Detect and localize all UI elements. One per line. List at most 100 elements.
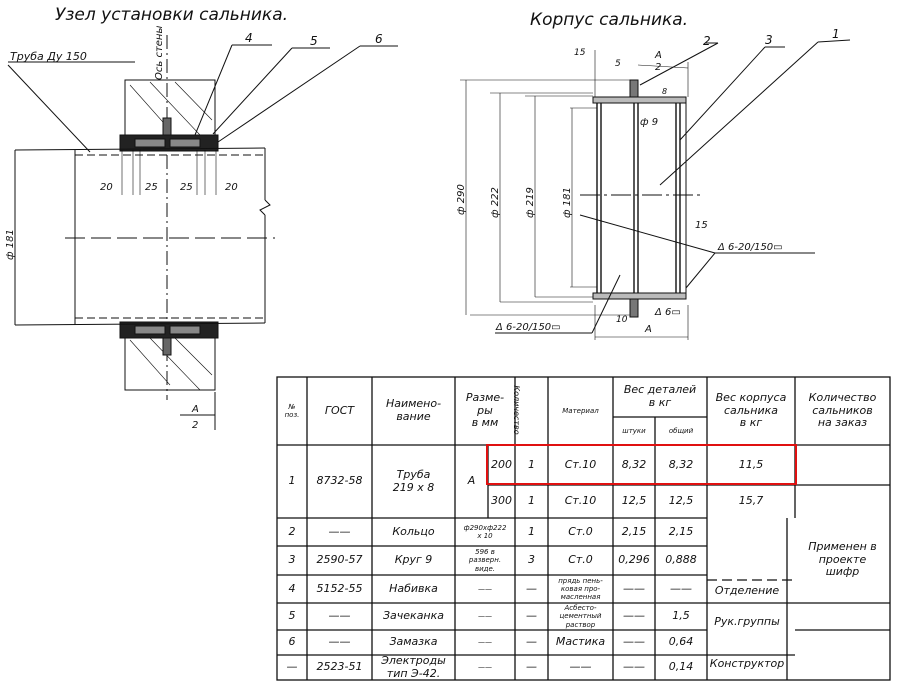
row-weight-unit: 8,32 — [621, 457, 647, 471]
header-name: Наимено- вание — [385, 397, 442, 423]
row-weight-total: 2,15 — [668, 524, 694, 538]
header-weight-unit: штуки — [622, 426, 646, 435]
header-pos: № поз. — [284, 402, 300, 419]
row-weight-total: 8,32 — [668, 457, 694, 471]
row-pos: 1 — [288, 474, 296, 488]
row-pos: 3 — [288, 553, 296, 567]
row-gost: 2590-57 — [316, 553, 363, 567]
row-weight-unit: —— — [623, 581, 645, 595]
row-weight-unit: 12,5 — [621, 494, 647, 508]
section-mark: А — [191, 404, 199, 415]
header-weight-total: общий — [668, 426, 694, 435]
row-weight-unit: —— — [623, 660, 645, 674]
row-name: Круг 9 — [394, 553, 433, 567]
dim-8: 8 — [662, 87, 667, 96]
row-material: Ст.0 — [568, 524, 593, 538]
row-gost: —— — [328, 635, 351, 649]
row-material: Ст.0 — [568, 553, 593, 567]
dim-a-bottom: А — [644, 324, 652, 335]
row-weight-total: 1,5 — [672, 609, 690, 623]
row-material: прядь пень- ковая про- масленная — [558, 576, 603, 602]
callout-4: 4 — [245, 31, 253, 45]
row-body-weight: 15,7 — [738, 494, 764, 508]
row-weight-unit: 2,15 — [621, 524, 647, 538]
dim-15-top: 15 — [574, 48, 586, 58]
row-body-weight: 11,5 — [738, 457, 764, 471]
row-name: Кольцо — [392, 524, 435, 538]
dim-a-top-sub: 2 — [655, 62, 661, 73]
row-gost: —— — [328, 524, 351, 538]
dim-20-left: 20 — [100, 182, 113, 193]
header-qty: Количество — [511, 385, 521, 435]
row-material: Ст.10 — [564, 457, 597, 471]
dim-20-right: 20 — [225, 182, 238, 193]
callout-1: 1 — [832, 27, 840, 41]
row-pos: 2 — [288, 524, 296, 538]
row-size: —— — [478, 638, 492, 647]
callout-6: 6 — [375, 32, 383, 46]
row-size: 300 — [491, 494, 512, 508]
wall-axis-label: Ось стены — [154, 26, 165, 80]
row-weight-unit: —— — [623, 609, 645, 623]
weld-note-ring: Δ 6▭ — [654, 307, 681, 318]
row-size: —— — [478, 584, 492, 593]
dim-d290: ф 290 — [456, 184, 467, 215]
row-pos: 4 — [288, 581, 296, 595]
pipe-diameter-label: ф 181 — [5, 229, 16, 260]
row-qty: 1 — [528, 494, 535, 508]
header-material: Материал — [562, 406, 599, 415]
left-title: Узел установки сальника. — [55, 5, 288, 25]
dim-d9: ф 9 — [640, 117, 658, 128]
row-size: ф290xф222 x 10 — [463, 523, 507, 540]
row-gost: 8732-58 — [316, 474, 363, 488]
row-qty: — — [526, 581, 537, 595]
weld-note-right: Δ 6-20/150▭ — [717, 242, 783, 253]
header-weight: Вес деталей в кг — [623, 383, 697, 409]
right-title: Корпус сальника. — [530, 10, 688, 30]
callout-2: 2 — [703, 34, 711, 48]
gland-assembly-drawing: Узел установки сальника. Труба Ду 150 Ос… — [5, 5, 398, 431]
dim-10: 10 — [616, 315, 628, 325]
row-size: —— — [478, 612, 492, 621]
row-weight-total: 0,14 — [668, 660, 694, 674]
stamp-group-head: Рук.группы — [714, 615, 780, 629]
stamp-department: Отделение — [714, 584, 780, 598]
row-gost: —— — [328, 609, 351, 623]
section-mark-sub: 2 — [192, 420, 198, 431]
row-name: Труба 219 x 8 — [392, 467, 435, 494]
row-material: Ст.10 — [564, 494, 597, 508]
row-material: Мастика — [555, 635, 606, 649]
row-material: —— — [569, 660, 592, 674]
row-qty: 1 — [528, 524, 535, 538]
header-body-weight: Вес корпуса сальника в кг — [715, 391, 787, 430]
gland-body-drawing: Корпус сальника. ф 290 ф 222 ф 219 ф 181… — [456, 10, 851, 340]
row-material: Асбесто- цементный раствор — [559, 604, 602, 629]
stamp-applied: Применен в проекте шифр — [808, 540, 877, 579]
row-weight-total: —— — [670, 581, 692, 595]
row-name: Набивка — [389, 581, 438, 595]
dim-15: 15 — [695, 220, 708, 231]
row-size-mark: А — [467, 474, 476, 488]
row-qty: 3 — [528, 553, 535, 567]
dim-25-right: 25 — [180, 182, 193, 193]
weld-note-left: Δ 6-20/150▭ — [495, 322, 561, 333]
row-pos: — — [286, 660, 298, 674]
row-weight-unit: —— — [623, 635, 645, 649]
row-weight-total: 0,64 — [668, 635, 694, 649]
pipe-label: Труба Ду 150 — [10, 50, 87, 63]
row-name: Электроды тип Э-42. — [381, 653, 446, 680]
row-size: —— — [478, 663, 492, 672]
row-pos: 5 — [288, 609, 296, 623]
row-qty: — — [526, 635, 537, 649]
row-pos: 6 — [288, 635, 296, 649]
dim-d181: ф 181 — [562, 187, 573, 218]
header-order-qty: Количество сальников на заказ — [808, 391, 877, 430]
row-name: Замазка — [389, 635, 438, 649]
row-size: 596 в разверн. виде. — [468, 548, 502, 573]
highlight-box — [486, 444, 797, 485]
row-qty: — — [526, 609, 537, 623]
dim-5: 5 — [615, 59, 621, 69]
row-gost: 5152-55 — [316, 581, 363, 595]
